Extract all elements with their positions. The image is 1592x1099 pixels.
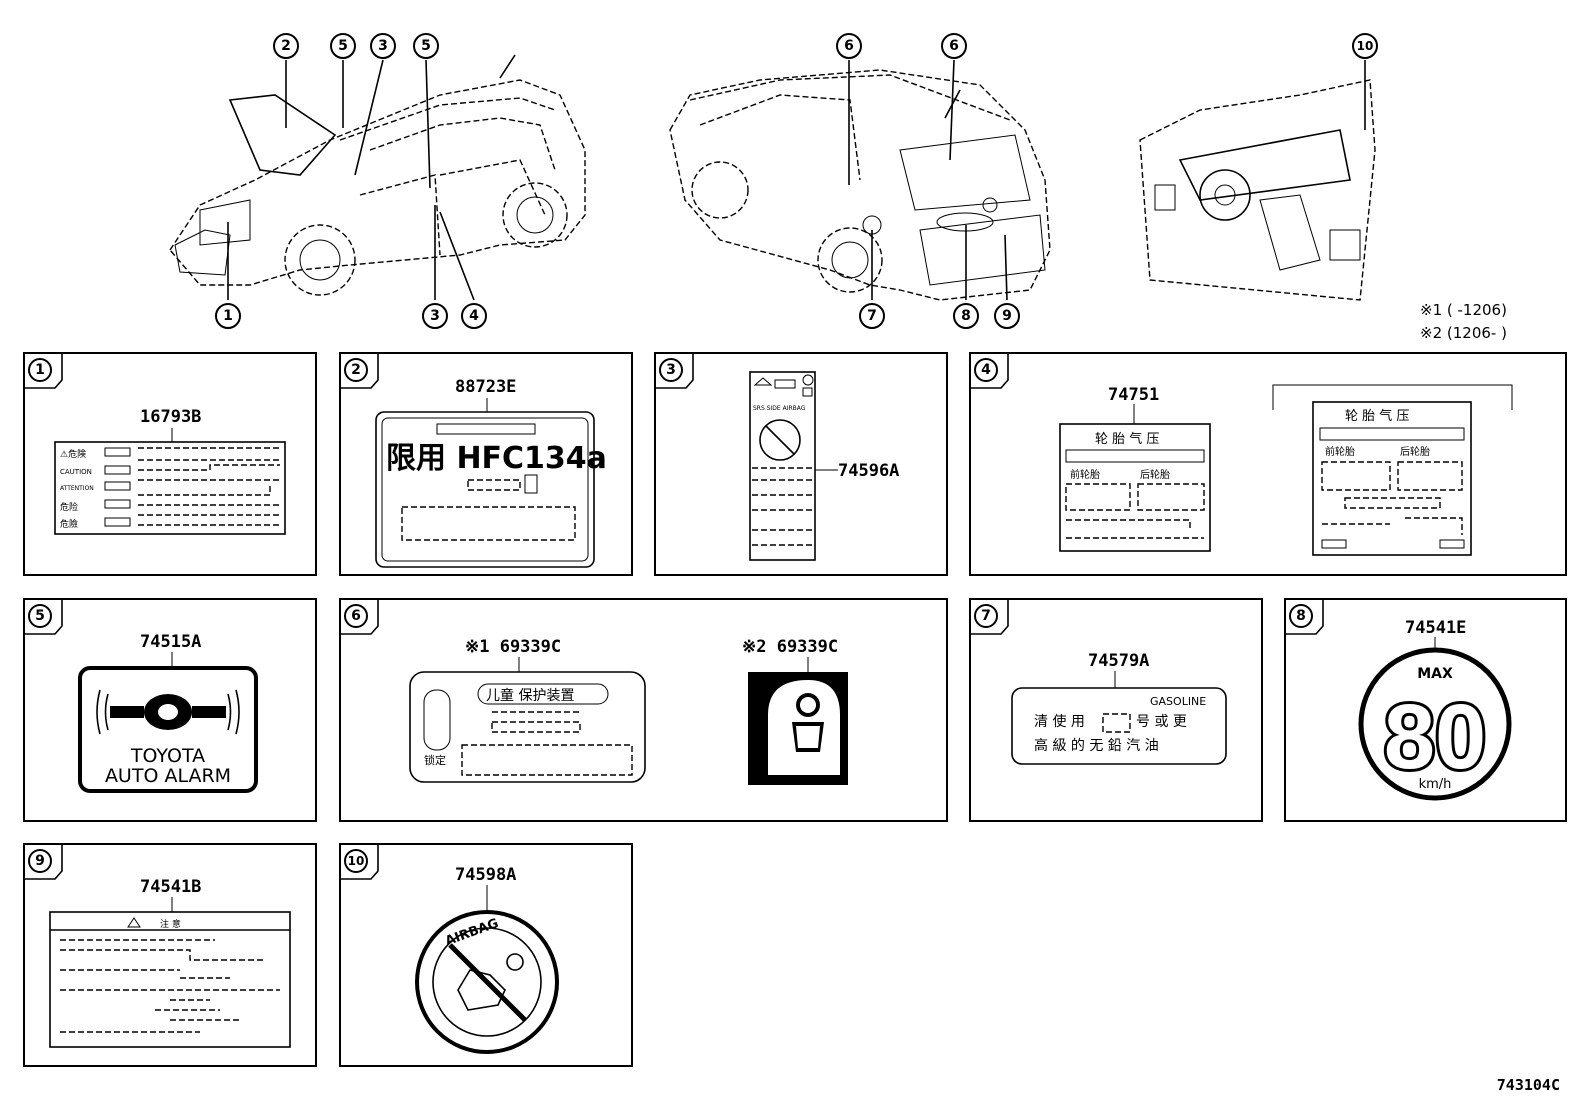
- callout-3b-front: 3: [422, 303, 448, 329]
- part-number-74751: 74751: [1108, 385, 1159, 405]
- svg-text:3: 3: [666, 362, 676, 378]
- callout-4-front: 4: [461, 303, 487, 329]
- callout-8-rear: 8: [953, 303, 979, 329]
- hfc-label-text: 限用 HFC134a: [386, 441, 607, 476]
- rear-callouts: [848, 59, 1008, 301]
- speed-limit-value: 80: [1384, 686, 1486, 788]
- svg-text:8: 8: [961, 308, 971, 324]
- svg-text:CAUTION: CAUTION: [60, 468, 92, 476]
- panel-8: 8 74541E MAX 80 km/h: [1284, 598, 1567, 822]
- svg-text:6: 6: [844, 38, 854, 54]
- part-number-74515A: 74515A: [140, 632, 201, 652]
- callout-5-front: 5: [330, 33, 356, 59]
- callout-6b-rear: 6: [941, 33, 967, 59]
- front-car-illustration: [169, 54, 586, 296]
- panel-6: 6 ※1 69339C 儿童 保护装置 锁定 ※2 69339C: [339, 598, 948, 822]
- callout-1-front: 1: [215, 303, 241, 329]
- svg-text:6: 6: [351, 608, 361, 624]
- rear-car-illustration: [669, 69, 1051, 301]
- part-number-74541B: 74541B: [140, 877, 201, 897]
- part-number-74541E: 74541E: [1405, 618, 1466, 638]
- svg-text:km/h: km/h: [1419, 777, 1452, 792]
- svg-text:9: 9: [1002, 308, 1012, 324]
- svg-text:⚠危険: ⚠危険: [60, 448, 86, 460]
- svg-text:前轮胎: 前轮胎: [1070, 468, 1100, 481]
- svg-text:危險: 危險: [60, 518, 78, 530]
- panel-5: 5 74515A TOYOTA AUTO ALARM: [23, 598, 317, 822]
- svg-text:GASOLINE: GASOLINE: [1150, 695, 1206, 708]
- panel-7: 7 74579A GASOLINE 清 使 用 号 或 更 高 級 的 无 鉛 …: [969, 598, 1263, 822]
- part-number-69339C-1: ※1 69339C: [465, 637, 561, 657]
- panel-1: 1 16793B ⚠危険 CAUTION ATTENTION 危险 危險: [23, 352, 317, 576]
- callout-3-front: 3: [370, 33, 396, 59]
- svg-text:7: 7: [981, 608, 991, 624]
- note-2: ※2 (1206- ): [1420, 324, 1507, 342]
- svg-text:锁定: 锁定: [424, 753, 446, 767]
- svg-text:清 使 用: 清 使 用: [1034, 713, 1085, 730]
- svg-text:高 級 的 无 鉛 汽 油: 高 級 的 无 鉛 汽 油: [1034, 737, 1159, 754]
- dashboard-illustration: [1139, 79, 1376, 301]
- panel-2: 2 88723E 限用 HFC134a: [339, 352, 633, 576]
- svg-text:轮 胎 气 压: 轮 胎 气 压: [1095, 431, 1159, 447]
- callout-2-front: 2: [273, 33, 299, 59]
- part-number-16793B: 16793B: [140, 407, 201, 427]
- panel-10: 10 74598A AIRBAG: [339, 843, 633, 1067]
- panel-4: 4 74751 轮 胎 气 压 前轮胎 后轮胎 轮 胎 气 压 前轮胎 后轮胎: [969, 352, 1567, 576]
- svg-text:轮 胎 气 压: 轮 胎 气 压: [1345, 408, 1409, 424]
- part-number-74598A: 74598A: [455, 865, 516, 885]
- callout-6-rear: 6: [836, 33, 862, 59]
- svg-text:AUTO ALARM: AUTO ALARM: [105, 765, 231, 787]
- callout-9-rear: 9: [994, 303, 1020, 329]
- part-number-74579A: 74579A: [1088, 651, 1149, 671]
- diagram-code: 743104C: [1497, 1076, 1560, 1094]
- callout-5b-front: 5: [413, 33, 439, 59]
- svg-text:2: 2: [281, 38, 291, 54]
- svg-text:6: 6: [949, 38, 959, 54]
- panel-9: 9 74541B 注 意: [23, 843, 317, 1067]
- svg-text:5: 5: [35, 608, 45, 624]
- svg-text:儿童 保护装置: 儿童 保护装置: [486, 687, 574, 704]
- svg-text:4: 4: [981, 362, 991, 378]
- svg-text:10: 10: [348, 854, 365, 868]
- svg-text:SRS SIDE AIRBAG: SRS SIDE AIRBAG: [753, 405, 806, 412]
- svg-text:ATTENTION: ATTENTION: [60, 485, 94, 492]
- svg-text:1: 1: [35, 362, 45, 378]
- svg-text:3: 3: [378, 38, 388, 54]
- part-number-74596A: 74596A: [838, 461, 899, 481]
- label-16793B-rows: ⚠危険 CAUTION ATTENTION 危险 危險: [60, 447, 280, 530]
- svg-text:注 意: 注 意: [160, 918, 181, 930]
- svg-text:3: 3: [430, 308, 440, 324]
- note-1: ※1 ( -1206): [1420, 301, 1507, 319]
- svg-text:号 或 更: 号 或 更: [1136, 714, 1187, 730]
- svg-text:2: 2: [351, 362, 361, 378]
- svg-text:5: 5: [421, 38, 431, 54]
- svg-text:7: 7: [867, 308, 877, 324]
- svg-text:TOYOTA: TOYOTA: [130, 745, 205, 767]
- svg-text:1: 1: [223, 308, 233, 324]
- part-number-88723E: 88723E: [455, 377, 516, 397]
- svg-text:5: 5: [338, 38, 348, 54]
- part-number-69339C-2: ※2 69339C: [742, 637, 838, 657]
- svg-text:前轮胎: 前轮胎: [1325, 445, 1355, 458]
- front-callouts: [227, 59, 475, 301]
- svg-text:MAX: MAX: [1417, 666, 1453, 682]
- panel-3: 3 SRS SIDE AIRBAG 74596A: [654, 352, 948, 576]
- svg-text:8: 8: [1296, 608, 1306, 624]
- car-alarm-emblem: [96, 689, 240, 735]
- svg-text:危险: 危险: [60, 501, 78, 513]
- svg-text:后轮胎: 后轮胎: [1140, 468, 1170, 481]
- callout-7-rear: 7: [859, 303, 885, 329]
- svg-text:4: 4: [469, 308, 479, 324]
- svg-text:10: 10: [1357, 39, 1374, 53]
- callout-10-dash: 10: [1352, 33, 1378, 59]
- svg-text:后轮胎: 后轮胎: [1400, 445, 1430, 458]
- svg-text:9: 9: [35, 853, 45, 869]
